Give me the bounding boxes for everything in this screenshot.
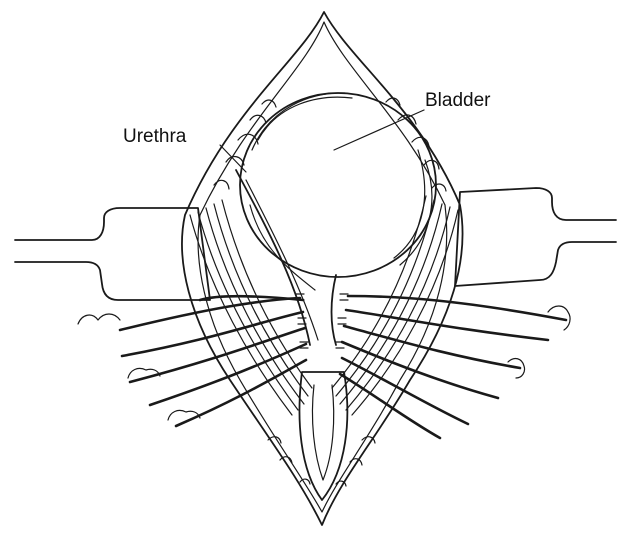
- urethra-label: Urethra: [123, 126, 187, 147]
- left-suture-6: [200, 296, 303, 300]
- bladder-contour-3: [400, 160, 432, 265]
- left-suture-curl-2: [128, 368, 160, 378]
- incision-inner-outline: [198, 22, 447, 512]
- bladder-label: Bladder: [425, 90, 491, 111]
- tissue-texture-top-right: [386, 98, 446, 191]
- bladder-contour-2: [258, 97, 352, 140]
- left-retractor: [15, 208, 210, 300]
- right-retractor: [455, 188, 616, 286]
- incision-outline: [182, 12, 463, 525]
- left-suture-curl-1: [78, 314, 120, 324]
- stitch-right-2: [338, 318, 346, 324]
- bladder-body: [240, 93, 436, 277]
- stitch-right-1: [340, 294, 348, 300]
- left-suture-5: [176, 360, 306, 426]
- left-muscle-bundle-2: [198, 212, 298, 410]
- right-sutures: [340, 296, 570, 438]
- bladder-neck-edge: [250, 205, 315, 290]
- meatus-inner: [312, 385, 333, 480]
- urethra-right-wall: [332, 275, 337, 345]
- left-sutures: [78, 296, 306, 426]
- urethra-leader-line: [220, 145, 246, 172]
- left-muscle-bundle-3: [206, 208, 304, 404]
